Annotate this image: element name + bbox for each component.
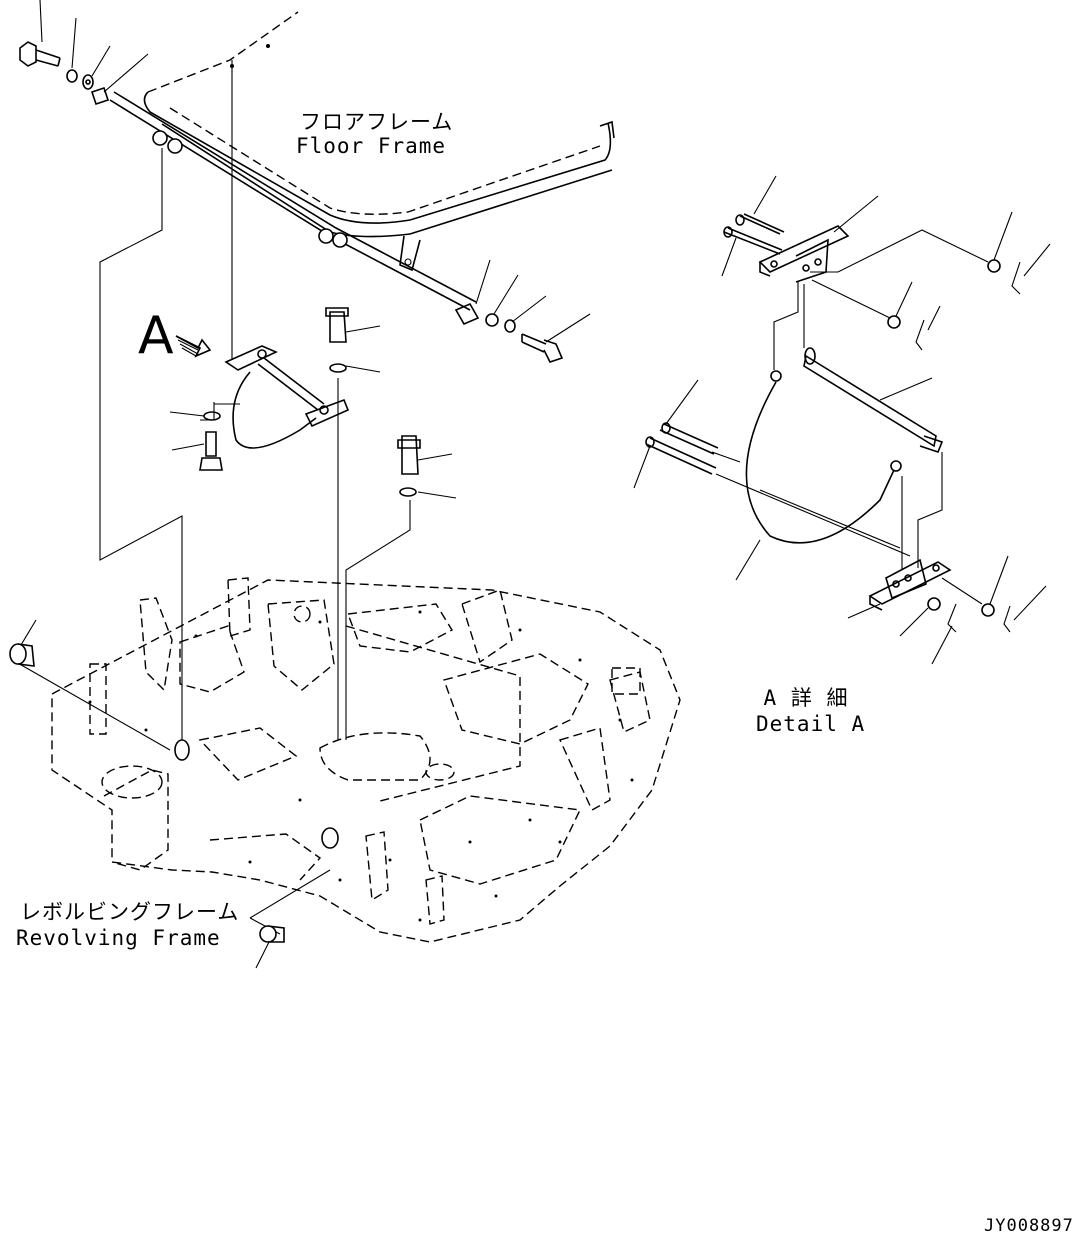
- detail-label-jp: A 詳 細: [763, 686, 849, 710]
- floor-frame-pin-set: [19, 0, 149, 106]
- leader-lines: [15, 148, 331, 969]
- floor-frame-label-en: Floor Frame: [296, 134, 447, 158]
- floor-frame: [109, 11, 615, 311]
- view-arrow-a: [175, 335, 212, 358]
- view-marker-a: A: [138, 306, 174, 366]
- detail-label-en: Detail A: [756, 712, 866, 736]
- revolving-frame-label-jp: レボルビングフレーム: [20, 900, 240, 924]
- detail-a: [633, 175, 1051, 665]
- revolving-frame-label-en: Revolving Frame: [16, 926, 221, 950]
- floor-frame-label-jp: フロアフレーム: [300, 110, 454, 134]
- floor-frame-bolt-set: [454, 259, 591, 363]
- damper-assembly: [169, 60, 457, 740]
- drawing-code: JY008897: [984, 1216, 1074, 1236]
- bushings: [9, 643, 339, 943]
- revolving-frame: [51, 577, 681, 943]
